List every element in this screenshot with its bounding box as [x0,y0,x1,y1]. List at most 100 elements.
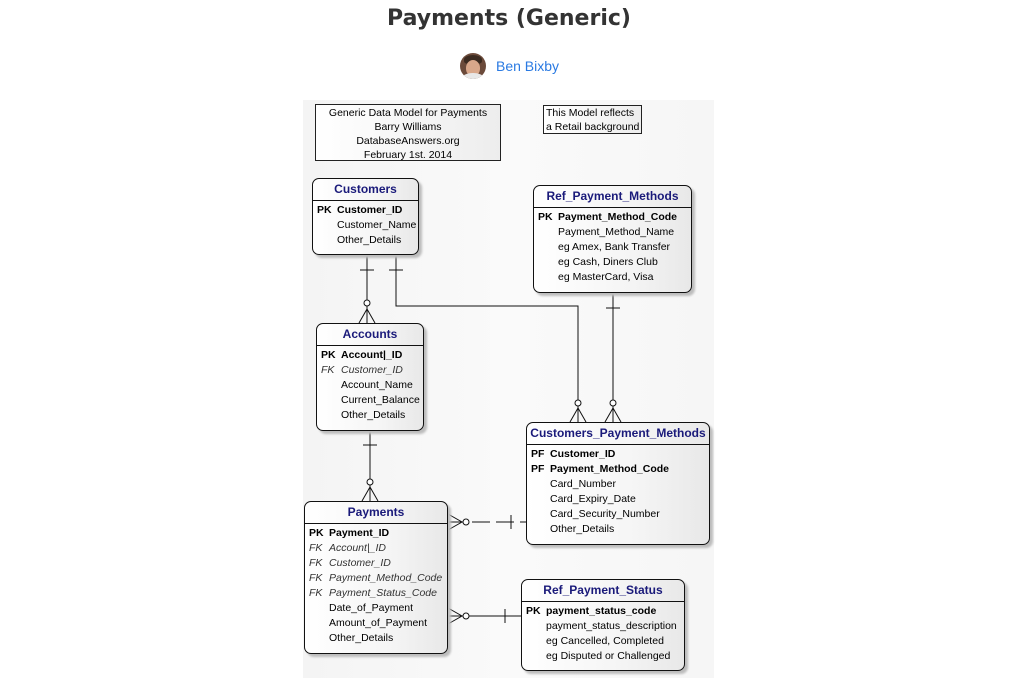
zero-circle-mark [366,478,374,486]
attribute-name: Payment_Method_Code [550,463,670,475]
attribute-row: Date_of_Payment [305,601,447,616]
zero-circle-mark [363,299,371,307]
entity-title: Customers_Payment_Methods [527,423,709,445]
attribute-name: eg Amex, Bank Transfer [558,241,671,253]
attribute-name: Customer_ID [550,448,616,460]
entity-title: Payments [305,502,447,524]
key-type: FK [309,572,323,584]
attribute-name: Customer_ID [329,557,391,569]
attribute-row: Card_Security_Number [527,507,709,522]
crowfoot-mark [604,406,622,423]
note-line: Barry Williams [374,121,442,133]
attribute-name: Account|_ID [329,542,387,554]
attribute-name: payment_status_code [546,605,657,617]
attribute-row: Card_Number [527,477,709,492]
attribute-name: eg Disputed or Challenged [546,650,671,662]
attribute-name: Customer_ID [337,204,403,216]
attribute-row: PK Payment_ID [305,526,447,541]
author-avatar[interactable] [460,53,486,79]
attribute-name: Card_Security_Number [550,508,660,520]
note-line: This Model reflects [546,107,635,119]
attribute-row: Amount_of_Payment [305,616,447,631]
attribute-name: Card_Expiry_Date [550,493,636,505]
attribute-name: Current_Balance [341,394,420,406]
attribute-name: Other_Details [337,234,402,246]
zero-circle-mark [574,399,582,407]
attribute-name: eg Cash, Diners Club [558,256,658,268]
attribute-row: eg Cash, Diners Club [534,255,691,270]
attribute-name: Customer_Name [337,219,417,231]
note-line: DatabaseAnswers.org [356,135,460,147]
attribute-row: FK Customer_ID [317,363,423,378]
key-type: FK [309,542,323,554]
key-type: PK [538,211,553,223]
key-type: PK [526,605,541,617]
key-type: FK [309,557,323,569]
attribute-name: Customer_ID [341,364,403,376]
key-type: PF [531,448,545,460]
attribute-name: Account_Name [341,379,413,391]
attribute-name: Card_Number [550,478,616,490]
author-name-link[interactable]: Ben Bixby [496,58,560,74]
entity-title: Accounts [317,324,423,346]
key-type: FK [321,364,335,376]
crowfoot-mark [447,607,464,625]
attribute-name: Payment_Method_Code [558,211,678,223]
attribute-row: PK payment_status_code [522,604,684,619]
zero-circle-mark [462,518,470,526]
crowfoot-mark [358,307,376,324]
author-byline: Ben Bixby [460,52,559,80]
avatar-face [466,60,480,76]
note-line: February 1st. 2014 [363,149,453,161]
attribute-row: eg Disputed or Challenged [522,649,684,664]
attribute-list: PK payment_status_code payment_status_desc… [522,602,684,664]
attribute-row: FK Account|_ID [305,541,447,556]
avatar-hair [464,55,482,64]
attribute-row: Other_Details [317,408,423,423]
note-line: a Retail background [546,121,640,133]
key-type: PK [309,527,324,539]
attribute-name: Date_of_Payment [329,602,414,614]
entity-title: Customers [313,179,418,201]
attribute-row: Customer_Name [313,218,418,233]
attribute-row: Other_Details [313,233,418,248]
attribute-row: eg Cancelled, Completed [522,634,684,649]
attribute-name: eg MasterCard, Visa [558,271,654,283]
attribute-row: Other_Details [527,522,709,537]
relationship-line [395,255,579,422]
zero-circle-mark [609,399,617,407]
crowfoot-mark [447,513,464,531]
model-info-note: Generic Data Model for Payments Barry Wi… [315,104,501,161]
attribute-name: Other_Details [329,632,394,644]
attribute-row: Card_Expiry_Date [527,492,709,507]
attribute-row: eg MasterCard, Visa [534,270,691,285]
zero-circle-mark [462,612,470,620]
attribute-name: eg Cancelled, Completed [546,635,664,647]
crowfoot-mark [361,485,379,502]
attribute-row: FK Customer_ID [305,556,447,571]
key-type: PF [531,463,545,475]
attribute-name: Other_Details [341,409,406,421]
attribute-row: Account_Name [317,378,423,393]
attribute-row: Payment_Method_Name [534,225,691,240]
attribute-row: PF Customer_ID [527,447,709,462]
attribute-name: Payment_ID [329,527,390,539]
attribute-name: Payment_Method_Name [558,226,675,238]
retail-background-note: This Model reflects a Retail background [543,105,642,134]
attribute-name: payment_status_description [546,620,677,632]
